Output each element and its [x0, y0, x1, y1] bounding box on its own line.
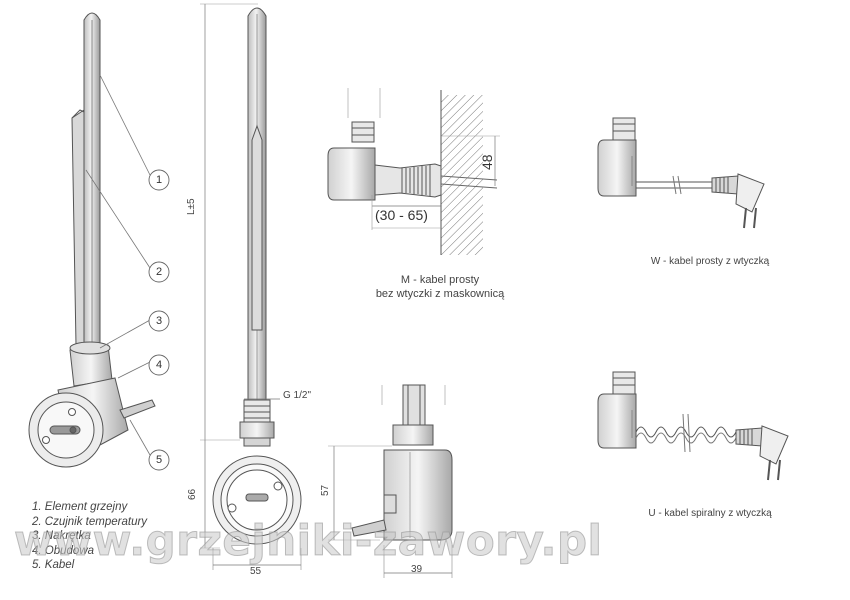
callout-4: 4	[155, 359, 163, 371]
legend-item-4: 4. Obudowa	[32, 544, 95, 557]
front-elevation-view	[200, 3, 302, 570]
legend-item-3: 3. Nakrętka	[32, 530, 91, 542]
dimension-depth-39: 39	[411, 564, 423, 575]
dimension-thread: G 1/2"	[283, 390, 312, 401]
dimension-range: (30 - 65)	[375, 207, 428, 223]
dimension-wall-48: 48	[479, 154, 495, 170]
parts-legend: 1. Element grzejny 2. Czujnik temperatur…	[32, 500, 147, 573]
variant-m-drawing	[327, 88, 500, 255]
watermark: www.grzejniki-zawory.pl	[13, 516, 603, 566]
legend-item-2: 2. Czujnik temperatury	[32, 515, 148, 528]
callout-1: 1	[155, 174, 163, 186]
caption-variant-m-line1: M - kabel prosty	[400, 274, 480, 286]
dimension-length: L±5	[186, 198, 197, 215]
callout-leaders	[85, 74, 151, 456]
dimension-height-57: 57	[320, 484, 331, 496]
caption-variant-u: U - kabel spiralny z wtyczką	[648, 508, 772, 519]
callout-3: 3	[155, 315, 163, 327]
legend-item-1: 1. Element grzejny	[32, 501, 128, 513]
side-elevation-view	[328, 384, 453, 578]
caption-variant-m-line2: bez wtyczki z maskownicą	[375, 288, 505, 300]
variant-u-drawing	[597, 371, 789, 481]
legend-item-5: 5. Kabel	[32, 559, 75, 571]
dimension-height-66: 66	[187, 488, 198, 500]
callout-5: 5	[155, 454, 163, 466]
caption-variant-w: W - kabel prosty z wtyczką	[650, 256, 770, 267]
dimension-width-55: 55	[250, 566, 262, 577]
callout-circles	[148, 169, 170, 471]
variant-w-drawing	[597, 117, 765, 229]
callout-2: 2	[155, 266, 163, 278]
isometric-heater-view	[28, 12, 156, 468]
